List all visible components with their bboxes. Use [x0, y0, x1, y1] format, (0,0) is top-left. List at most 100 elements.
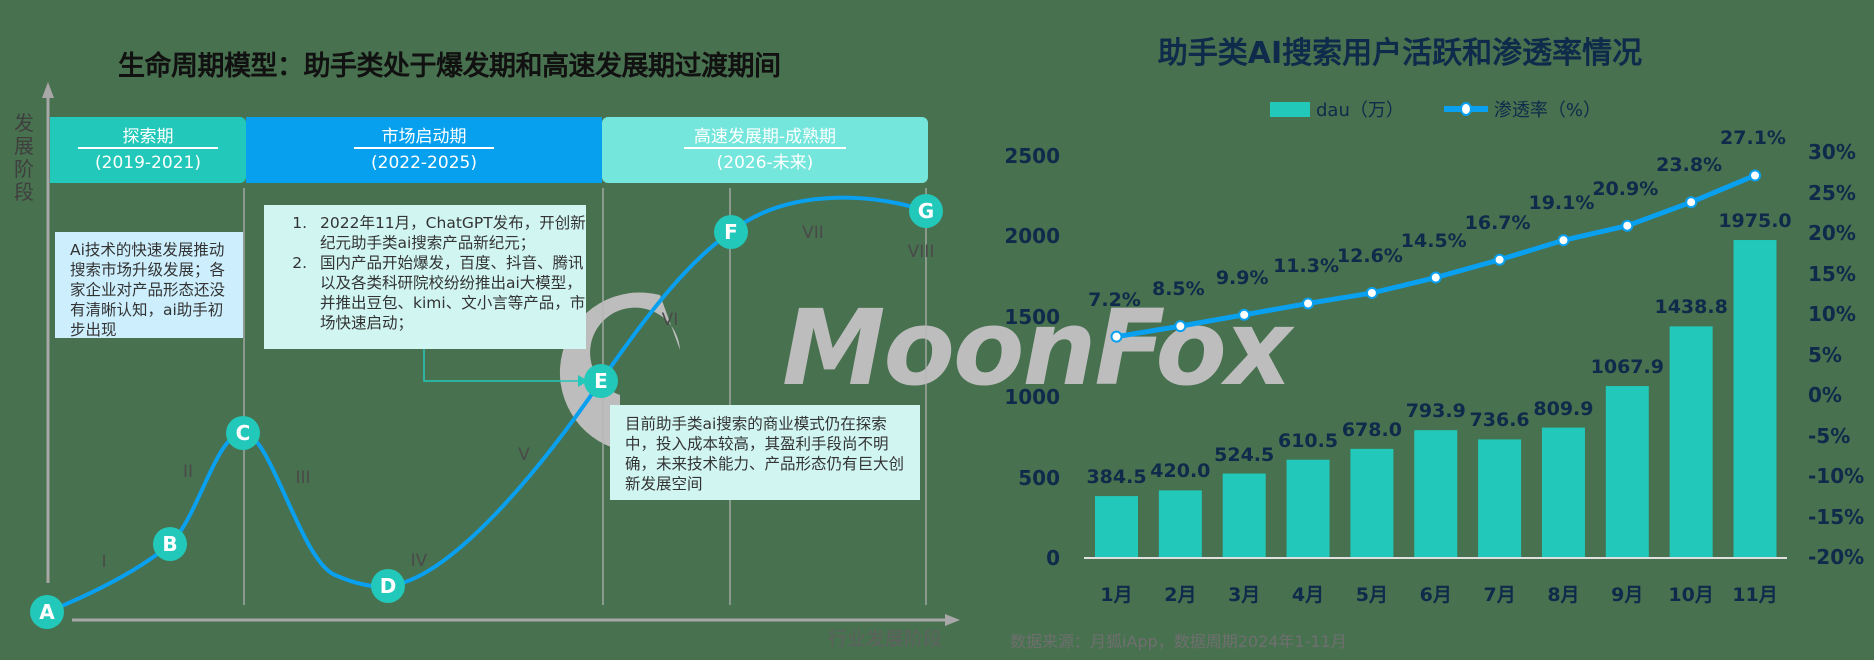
stage-label: VIII [907, 242, 935, 262]
lifecycle-title: 生命周期模型：助手类处于爆发期和高速发展期过渡期间 [118, 51, 781, 82]
bar-value-label: 524.5 [1214, 443, 1275, 466]
moonfox-watermark: MoonFox [782, 287, 1292, 409]
stage-label: II [182, 462, 194, 482]
dau-bar [1350, 448, 1394, 558]
stage-label: VI [661, 310, 679, 330]
phase-exploration: 探索期 (2019-2021) [50, 117, 246, 183]
line-value-label: 7.2% [1088, 288, 1141, 311]
y-left-tick: 2000 [1004, 224, 1060, 248]
line-point-marker [1365, 286, 1378, 299]
bar-value-label: 420.0 [1150, 460, 1211, 483]
x-category-label: 3月 [1228, 584, 1261, 606]
bar-value-label: 384.5 [1086, 466, 1147, 489]
y-left-tick: 1500 [1004, 304, 1060, 329]
line-point-marker [1110, 330, 1123, 343]
x-category-label: 10月 [1668, 584, 1714, 606]
y-right-tick: -20% [1808, 545, 1865, 569]
bar-value-label: 793.9 [1405, 400, 1466, 423]
dau-bar [1605, 386, 1649, 558]
stage-label: III [295, 468, 311, 488]
y-right-tick: 0% [1808, 383, 1842, 407]
y-left-tick: 2500 [1004, 143, 1060, 168]
x-category-label: 8月 [1547, 584, 1580, 606]
x-category-label: 4月 [1291, 584, 1325, 606]
y-right-tick: 10% [1808, 302, 1856, 326]
y-right-tick: -5% [1808, 423, 1851, 448]
line-value-label: 12.6% [1336, 244, 1403, 267]
dau-bar [1669, 326, 1713, 558]
chart-legend: dau（万） 渗透率（%） [1270, 96, 1601, 122]
line-point-marker [1429, 271, 1442, 284]
bar-value-label: 678.0 [1341, 418, 1402, 441]
stage-label: V [518, 445, 530, 465]
line-point-marker [1557, 234, 1570, 247]
bar-value-label: 736.6 [1469, 409, 1530, 432]
lifecycle-node: B [153, 527, 187, 561]
stage-label: IV [410, 551, 428, 571]
y-axis-label: 发展阶段 [14, 111, 34, 204]
x-category-label: 1月 [1100, 584, 1133, 606]
lifecycle-node: C [226, 416, 260, 450]
dau-bar [1222, 473, 1266, 558]
dau-bar [1095, 496, 1138, 558]
stage-label: I [101, 552, 107, 572]
y-right-tick: 30% [1808, 140, 1856, 164]
y-right-tick: 15% [1808, 261, 1856, 286]
line-point-marker [1621, 219, 1634, 232]
lifecycle-node: A [30, 595, 64, 629]
line-value-label: 14.5% [1400, 229, 1467, 252]
lifecycle-node: F [714, 215, 748, 249]
bar-value-label: 1975.0 [1718, 210, 1792, 233]
x-category-label: 11月 [1732, 584, 1778, 606]
x-category-label: 9月 [1611, 584, 1644, 606]
line-value-label: 20.9% [1592, 177, 1659, 200]
y-right-tick: 25% [1808, 180, 1856, 205]
x-category-label: 6月 [1419, 584, 1452, 606]
phase-market-launch: 市场启动期 (2022-2025) [246, 117, 602, 183]
note-market-launch: 2022年11月，ChatGPT发布，开创新纪元助手类ai搜索产品新纪元； 国内… [264, 205, 586, 349]
y-right-tick: -15% [1808, 504, 1865, 529]
line-point-marker [1174, 320, 1187, 333]
bar-value-label: 610.5 [1277, 429, 1339, 452]
note-launch-item-1: 2022年11月，ChatGPT发布，开创新纪元助手类ai搜索产品新纪元； [312, 213, 586, 253]
lifecycle-node-current: E [584, 364, 618, 398]
x-category-label: 7月 [1483, 584, 1516, 606]
dau-bar [1158, 490, 1202, 558]
stage-label: VII [802, 223, 824, 243]
line-marker-icon [1443, 102, 1488, 116]
y-right-tick: 5% [1808, 342, 1842, 367]
line-value-label: 16.7% [1464, 211, 1531, 234]
phase-high-growth-maturity: 高速发展期-成熟期 (2026-未来) [602, 117, 928, 183]
x-axis-label: 行业发展阶段 [828, 628, 943, 650]
line-point-marker [1749, 169, 1761, 182]
y-left-tick: 1000 [1004, 385, 1060, 409]
x-category-label: 2月 [1164, 584, 1197, 606]
line-value-label: 27.1% [1720, 127, 1786, 150]
y-left-tick: 500 [1018, 465, 1060, 490]
bar-value-label: 809.9 [1533, 397, 1594, 420]
y-right-tick: -10% [1808, 464, 1865, 488]
x-category-label: 5月 [1355, 584, 1389, 606]
line-point-marker [1238, 308, 1251, 321]
dau-chart-title: 助手类AI搜索用户活跃和渗透率情况 [1157, 36, 1643, 71]
dau-bar [1286, 459, 1330, 558]
lifecycle-node: G [909, 194, 943, 228]
note-exploration: Ai技术的快速发展推动搜索市场升级发展；各家企业对产品形态还没有清晰认知，ai助… [55, 232, 243, 339]
lifecycle-node: D [371, 569, 405, 603]
line-point-marker [1493, 253, 1506, 266]
dau-bar [1541, 427, 1585, 558]
bar-swatch-icon [1270, 101, 1310, 117]
y-left-tick: 0 [1046, 546, 1060, 570]
line-value-label: 11.3% [1273, 255, 1340, 278]
bar-value-label: 1067.9 [1590, 356, 1664, 379]
legend-item-penetration: 渗透率（%） [1443, 96, 1601, 122]
line-point-marker [1302, 297, 1315, 310]
y-right-tick: 20% [1808, 221, 1856, 245]
line-value-label: 8.5% [1151, 278, 1205, 301]
line-value-label: 23.8% [1656, 154, 1723, 177]
dau-bar [1733, 240, 1777, 558]
dau-bar [1414, 430, 1458, 558]
note-current-status: 目前助手类ai搜索的商业模式仍在探索中，投入成本较高，其盈利手段尚不明确，未来技… [610, 405, 920, 500]
legend-item-dau: dau（万） [1270, 96, 1404, 122]
